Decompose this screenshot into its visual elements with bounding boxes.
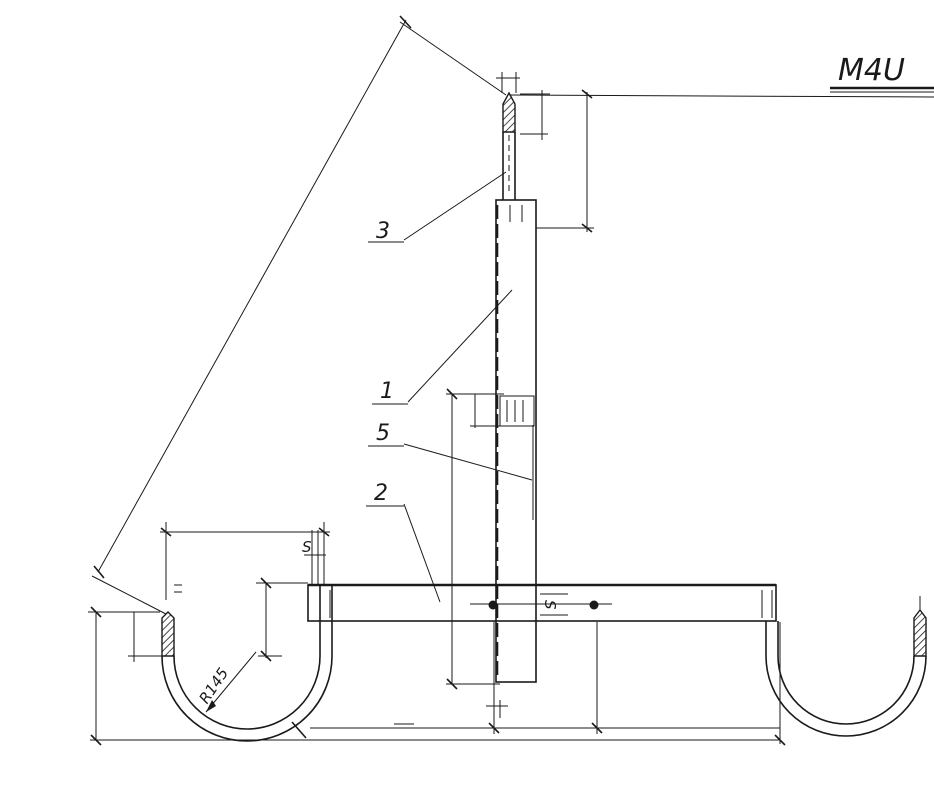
callout-5: 5 <box>368 421 533 481</box>
pin-dimensions <box>520 89 594 233</box>
overall-diagonal-dimension <box>91 15 507 615</box>
callout-label-3: 3 <box>376 219 390 244</box>
bottom-dimensions <box>291 622 786 746</box>
top-extension-line <box>509 94 934 98</box>
callout-2: 2 <box>366 481 441 603</box>
callout-3: 3 <box>368 171 507 244</box>
left-hook-dimensions <box>88 577 308 746</box>
thickness-bar-mark: S <box>541 600 559 610</box>
callout-label-2: 2 <box>374 481 388 506</box>
radius-arrow <box>206 700 216 712</box>
callout-1: 1 <box>372 289 513 405</box>
post-dimensions <box>446 388 504 690</box>
bolt-hole-right <box>589 600 599 610</box>
pin-tip <box>496 72 520 200</box>
bolt-hole-left <box>488 600 498 610</box>
right-u-hook <box>765 596 927 737</box>
horizontal-bar <box>307 583 777 622</box>
left-u-hook <box>160 522 333 742</box>
thickness-mark: S <box>302 538 312 556</box>
drawing-code: M4U <box>838 53 905 88</box>
radius-mark: R145 <box>195 665 232 707</box>
vertical-post <box>495 199 537 683</box>
callout-label-5: 5 <box>376 421 390 446</box>
callout-label-1: 1 <box>380 379 394 404</box>
radius-leader <box>205 651 257 713</box>
